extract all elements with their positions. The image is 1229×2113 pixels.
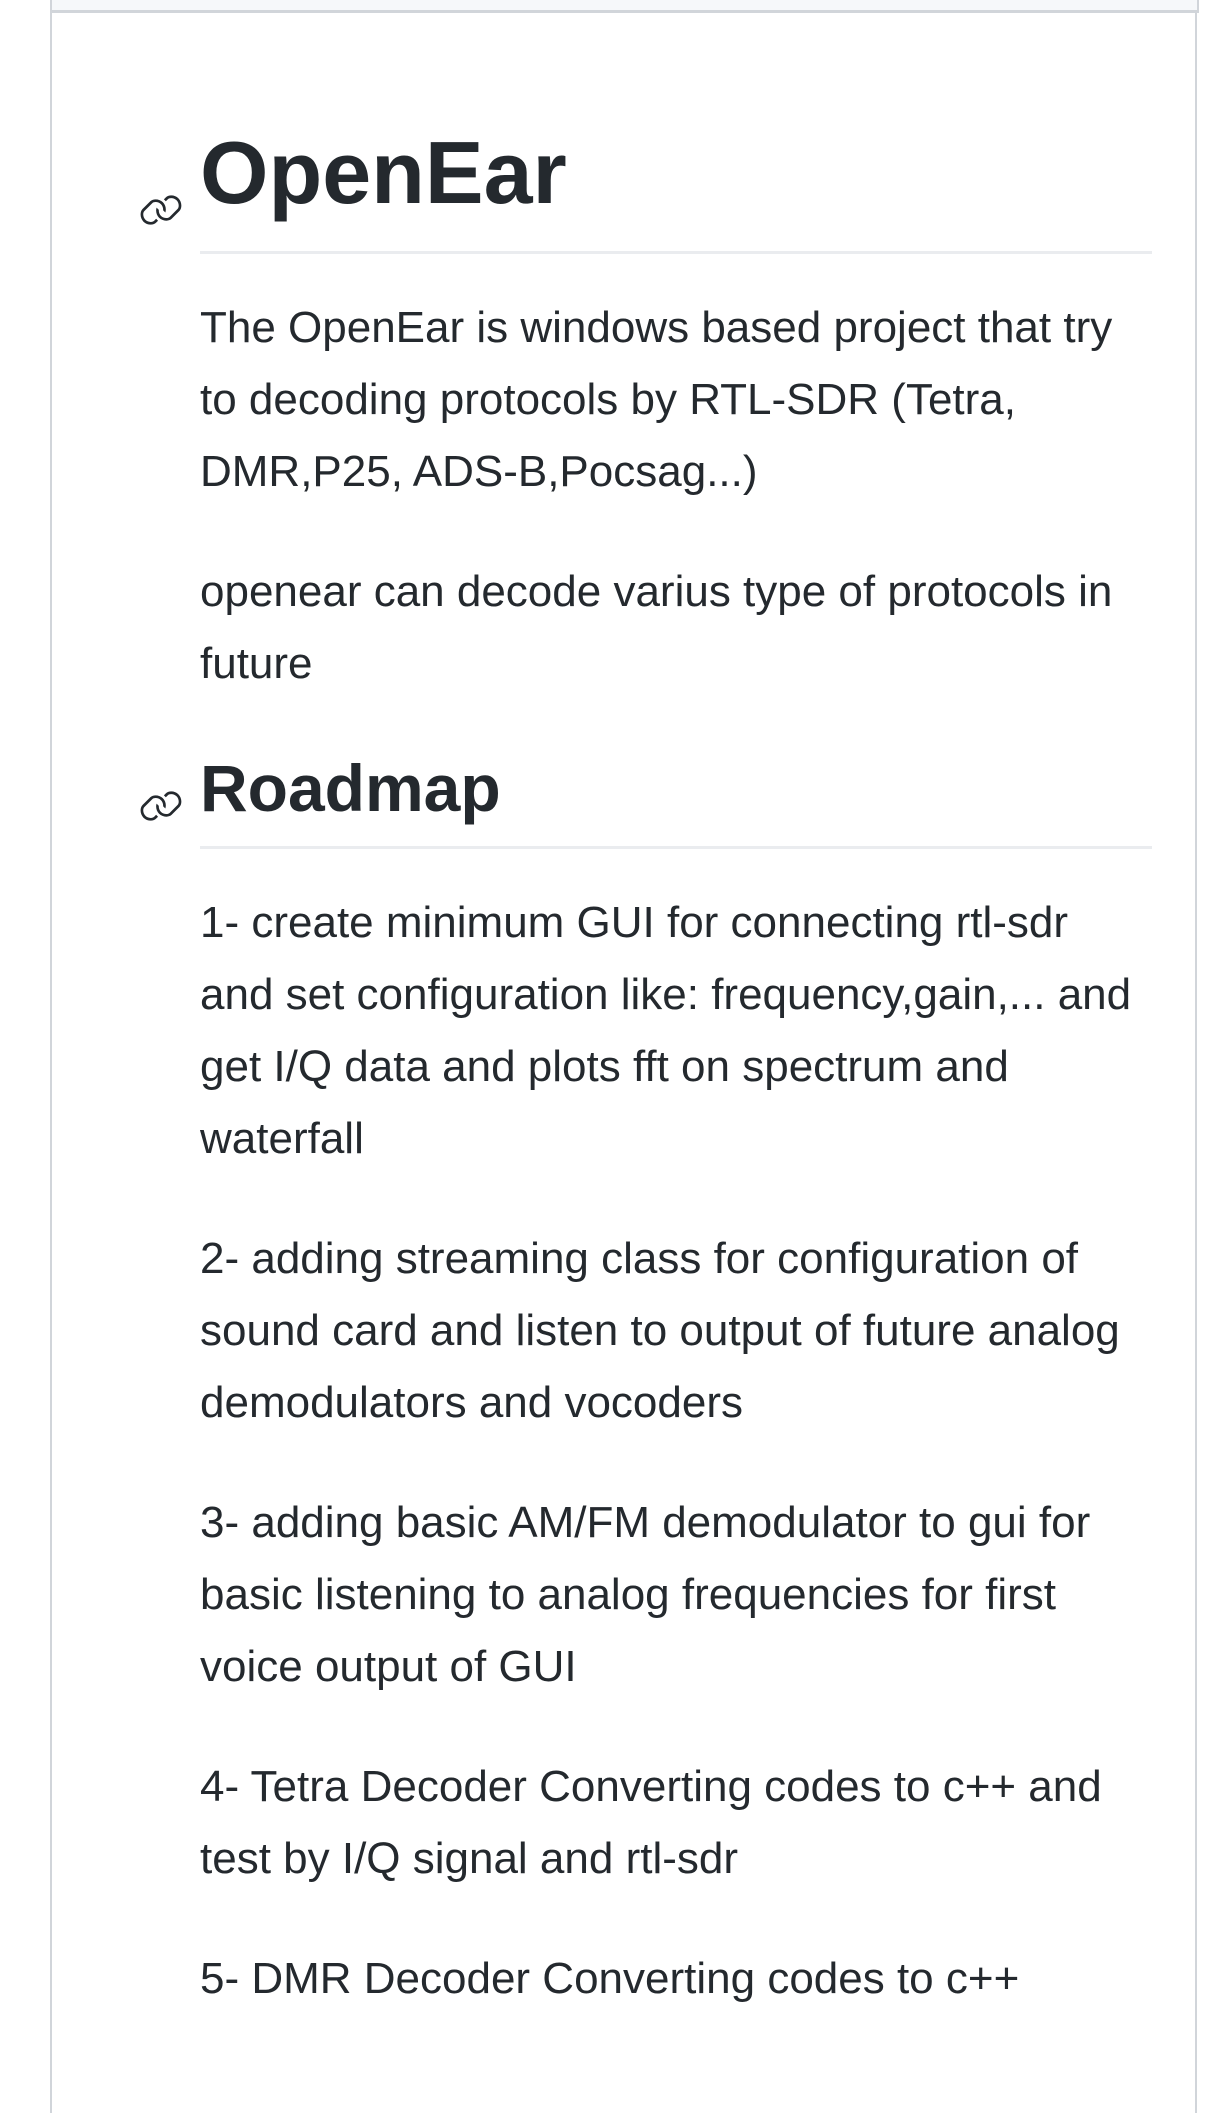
title-text: OpenEar — [200, 123, 567, 222]
intro-paragraph: openear can decode varius type of protoc… — [200, 567, 1113, 688]
roadmap-item: 4- Tetra Decoder Converting codes to c++… — [200, 1762, 1102, 1883]
link-icon[interactable] — [138, 153, 182, 225]
top-bar — [50, 0, 1199, 13]
roadmap-item: 2- adding streaming class for configurat… — [200, 1234, 1120, 1427]
roadmap-item: 5- DMR Decoder Converting codes to c++ — [200, 1954, 1020, 2003]
roadmap-item: 3- adding basic AM/FM demodulator to gui… — [200, 1498, 1091, 1691]
readme-container: OpenEar The OpenEar is windows based pro… — [50, 13, 1197, 2113]
link-icon[interactable] — [138, 766, 182, 821]
roadmap-item: 1- create minimum GUI for connecting rtl… — [200, 898, 1132, 1163]
roadmap-heading-text: Roadmap — [200, 751, 501, 825]
intro-paragraph: The OpenEar is windows based project tha… — [200, 303, 1113, 496]
roadmap-heading: Roadmap — [140, 748, 1152, 849]
readme-content: OpenEar The OpenEar is windows based pro… — [140, 13, 1152, 2063]
page-title: OpenEar — [140, 13, 1152, 254]
